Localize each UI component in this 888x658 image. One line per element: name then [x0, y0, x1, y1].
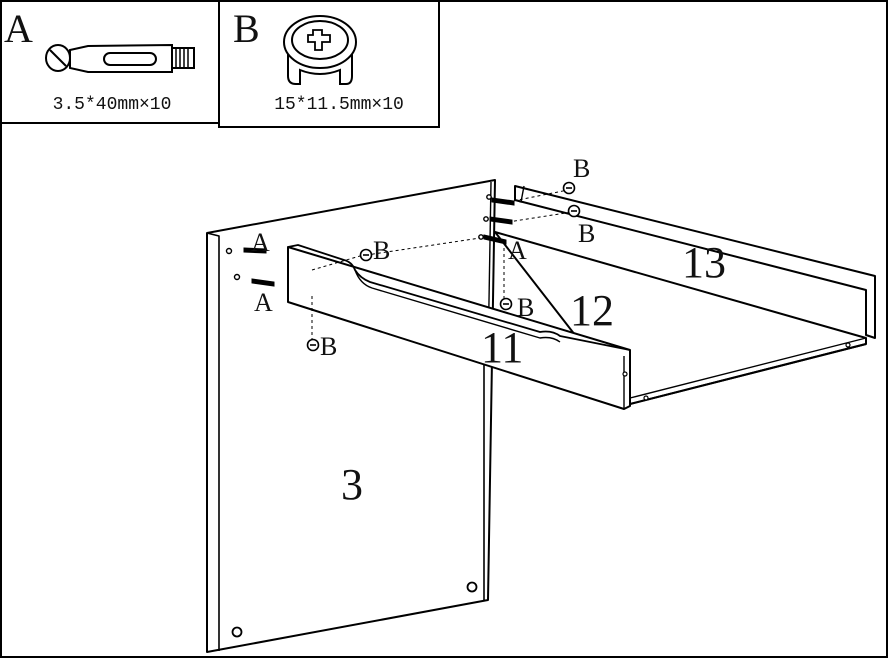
hardware-spec-b: 15*11.5mm×10: [274, 95, 404, 115]
cam-lock-icon: [283, 15, 357, 85]
callout-b: B: [320, 332, 337, 361]
callout-a: A: [508, 236, 527, 265]
assembly-guides: [311, 189, 573, 340]
callout-a: A: [251, 228, 270, 257]
panel-11: [287, 244, 631, 410]
hardware-legend: A B 3.5*40mm×10 15*11.5mm×10: [0, 0, 440, 128]
hardware-letter-b: B: [233, 6, 260, 51]
callout-a: A: [254, 288, 273, 317]
cam-bolt-icon: [45, 43, 195, 73]
cam-lock-icon: [306, 181, 581, 352]
callout-b: B: [573, 154, 590, 183]
part-number-3: 3: [341, 460, 363, 509]
callout-b: B: [373, 236, 390, 265]
callout-b: B: [517, 293, 534, 322]
panel-13: [514, 185, 876, 339]
callout-b: B: [578, 219, 595, 248]
hardware-letter-a: A: [4, 6, 33, 51]
cam-bolt-icon: [243, 197, 515, 287]
part-number-11: 11: [481, 323, 523, 372]
hardware-spec-a: 3.5*40mm×10: [53, 95, 172, 115]
part-number-12: 12: [570, 286, 614, 335]
part-number-13: 13: [682, 238, 726, 287]
part-numbers: 3 11 12 13: [341, 238, 726, 509]
callouts: A A A B B B B B: [251, 154, 595, 361]
